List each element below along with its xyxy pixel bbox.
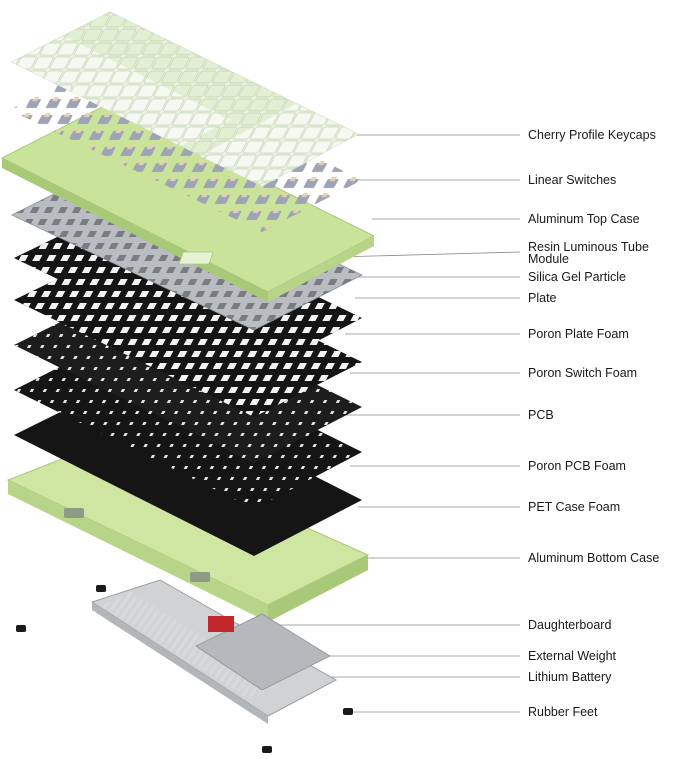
- label-pcb: PCB: [528, 408, 554, 422]
- label-pet-foam: PET Case Foam: [528, 500, 621, 514]
- label-pcb-foam: Poron PCB Foam: [528, 459, 626, 473]
- rubber-feet: [16, 585, 353, 753]
- leader-lines: [230, 134, 521, 713]
- label-top-case: Aluminum Top Case: [528, 212, 640, 226]
- label-switch-foam: Poron Switch Foam: [528, 366, 638, 380]
- label-battery: Lithium Battery: [528, 670, 612, 684]
- label-daughterboard: Daughterboard: [528, 618, 612, 632]
- cherry-profile-keycaps: [10, 11, 360, 187]
- label-keycaps: Cherry Profile Keycaps: [528, 128, 656, 142]
- label-switches: Linear Switches: [528, 173, 617, 187]
- label-weight: External Weight: [528, 649, 617, 663]
- rubber-foot: [96, 585, 106, 592]
- label-bottom-case: Aluminum Bottom Case: [528, 551, 660, 565]
- label-tube-module: Resin Luminous Tube Module: [528, 240, 649, 266]
- lithium-battery: [195, 613, 331, 691]
- label-feet: Rubber Feet: [528, 705, 598, 719]
- resin-luminous-tube-module: [178, 251, 214, 265]
- label-plate: Plate: [528, 291, 557, 305]
- label-silica: Silica Gel Particle: [528, 270, 626, 284]
- daughterboard: [208, 616, 234, 632]
- rubber-foot: [343, 708, 353, 715]
- rubber-foot: [262, 746, 272, 753]
- label-plate-foam: Poron Plate Foam: [528, 327, 629, 341]
- rubber-foot: [16, 625, 26, 632]
